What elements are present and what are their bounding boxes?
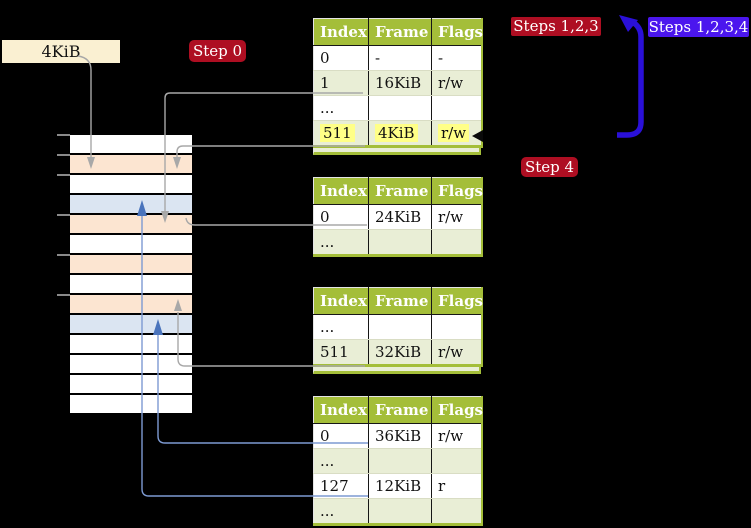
step0-label: Step 0 — [189, 40, 246, 62]
table-cell: 0 — [313, 423, 369, 449]
table-cell: 511 — [313, 339, 369, 366]
memory-row-white — [70, 335, 192, 355]
table-row: ... — [313, 448, 482, 474]
highlighted-value: r/w — [438, 124, 470, 142]
clipped-row-sliver — [313, 367, 481, 374]
boundary-tick — [57, 294, 70, 296]
table-row: ... — [313, 498, 482, 525]
table-row: ... — [313, 229, 482, 256]
table-cell — [431, 95, 482, 121]
table-cell: - — [368, 45, 432, 71]
memory-row-peach — [70, 295, 192, 315]
table-cell: 1 — [313, 70, 369, 96]
column-header-frame: Frame — [368, 396, 432, 424]
column-header-frame: Frame — [368, 18, 432, 46]
column-header-frame: Frame — [368, 177, 432, 205]
table-cell: 127 — [313, 473, 369, 499]
frame-size-box: 4KiB — [2, 40, 120, 63]
table-cell: r/w — [431, 70, 482, 96]
memory-row-white — [70, 235, 192, 255]
table-cell — [368, 314, 432, 340]
memory-row-white — [70, 375, 192, 395]
memory-row-blue — [70, 315, 192, 335]
highlighted-value: 511 — [320, 124, 355, 142]
boundary-tick — [57, 174, 70, 176]
table-cell: 12KiB — [368, 473, 432, 499]
table-cell: 32KiB — [368, 339, 432, 366]
table-cell — [368, 498, 432, 525]
boundary-tick — [57, 254, 70, 256]
memory-row-white — [70, 275, 192, 295]
table-cell: r/w — [431, 339, 482, 366]
boundary-tick — [57, 214, 70, 216]
column-header-index: Index — [313, 396, 369, 424]
table-cell: 511 — [313, 120, 369, 147]
column-header-flags: Flags — [431, 287, 483, 315]
table-cell: ... — [313, 229, 369, 256]
column-header-flags: Flags — [431, 18, 483, 46]
table-cell: 4KiB — [368, 120, 432, 147]
column-header-frame: Frame — [368, 287, 432, 315]
boundary-tick — [57, 154, 70, 156]
big-loop-arrow — [617, 20, 644, 138]
steps1234-label: Steps 1,2,3,4 — [648, 17, 749, 37]
column-header-index: Index — [313, 287, 369, 315]
column-header-flags: Flags — [431, 396, 483, 424]
memory-row-white — [70, 135, 192, 155]
table-cell — [368, 229, 432, 256]
highlighted-value: 4KiB — [375, 124, 418, 142]
table-cell: ... — [313, 314, 369, 340]
table-cell — [431, 229, 482, 256]
steps123-label: Steps 1,2,3 — [511, 17, 601, 36]
table-cell: r/w — [431, 120, 482, 147]
table-cell — [431, 448, 482, 474]
table-cell: 16KiB — [368, 70, 432, 96]
column-header-index: Index — [313, 177, 369, 205]
memory-column — [70, 135, 192, 415]
step4-label: Step 4 — [521, 157, 578, 177]
table-row: ... — [313, 314, 482, 340]
table-cell — [431, 314, 482, 340]
table-cell: 0 — [313, 204, 369, 230]
column-header-index: Index — [313, 18, 369, 46]
table-cell — [368, 95, 432, 121]
memory-row-white — [70, 175, 192, 195]
table-cell — [368, 448, 432, 474]
table-cell — [431, 498, 482, 525]
table-row: ... — [313, 95, 482, 121]
memory-row-peach — [70, 215, 192, 235]
table-cell: 24KiB — [368, 204, 432, 230]
big-arrowhead-icon — [619, 15, 638, 32]
memory-row-white — [70, 355, 192, 375]
table-cell: - — [431, 45, 482, 71]
table-cell: r — [431, 473, 482, 499]
memory-row-white — [70, 395, 192, 415]
memory-row-peach — [70, 255, 192, 275]
memory-row-blue — [70, 195, 192, 215]
column-header-flags: Flags — [431, 177, 483, 205]
memory-row-peach — [70, 155, 192, 175]
boundary-tick — [57, 134, 70, 136]
table-cell: 0 — [313, 45, 369, 71]
clipped-row-sliver — [313, 148, 481, 155]
table-row: 511 4KiB r/w — [313, 120, 482, 147]
table-cell: ... — [313, 448, 369, 474]
table-cell: ... — [313, 498, 369, 525]
table-cell: r/w — [431, 204, 482, 230]
table-row: 0-- — [313, 45, 482, 71]
table-cell: ... — [313, 95, 369, 121]
table-cell: r/w — [431, 423, 482, 449]
table-cell: 36KiB — [368, 423, 432, 449]
